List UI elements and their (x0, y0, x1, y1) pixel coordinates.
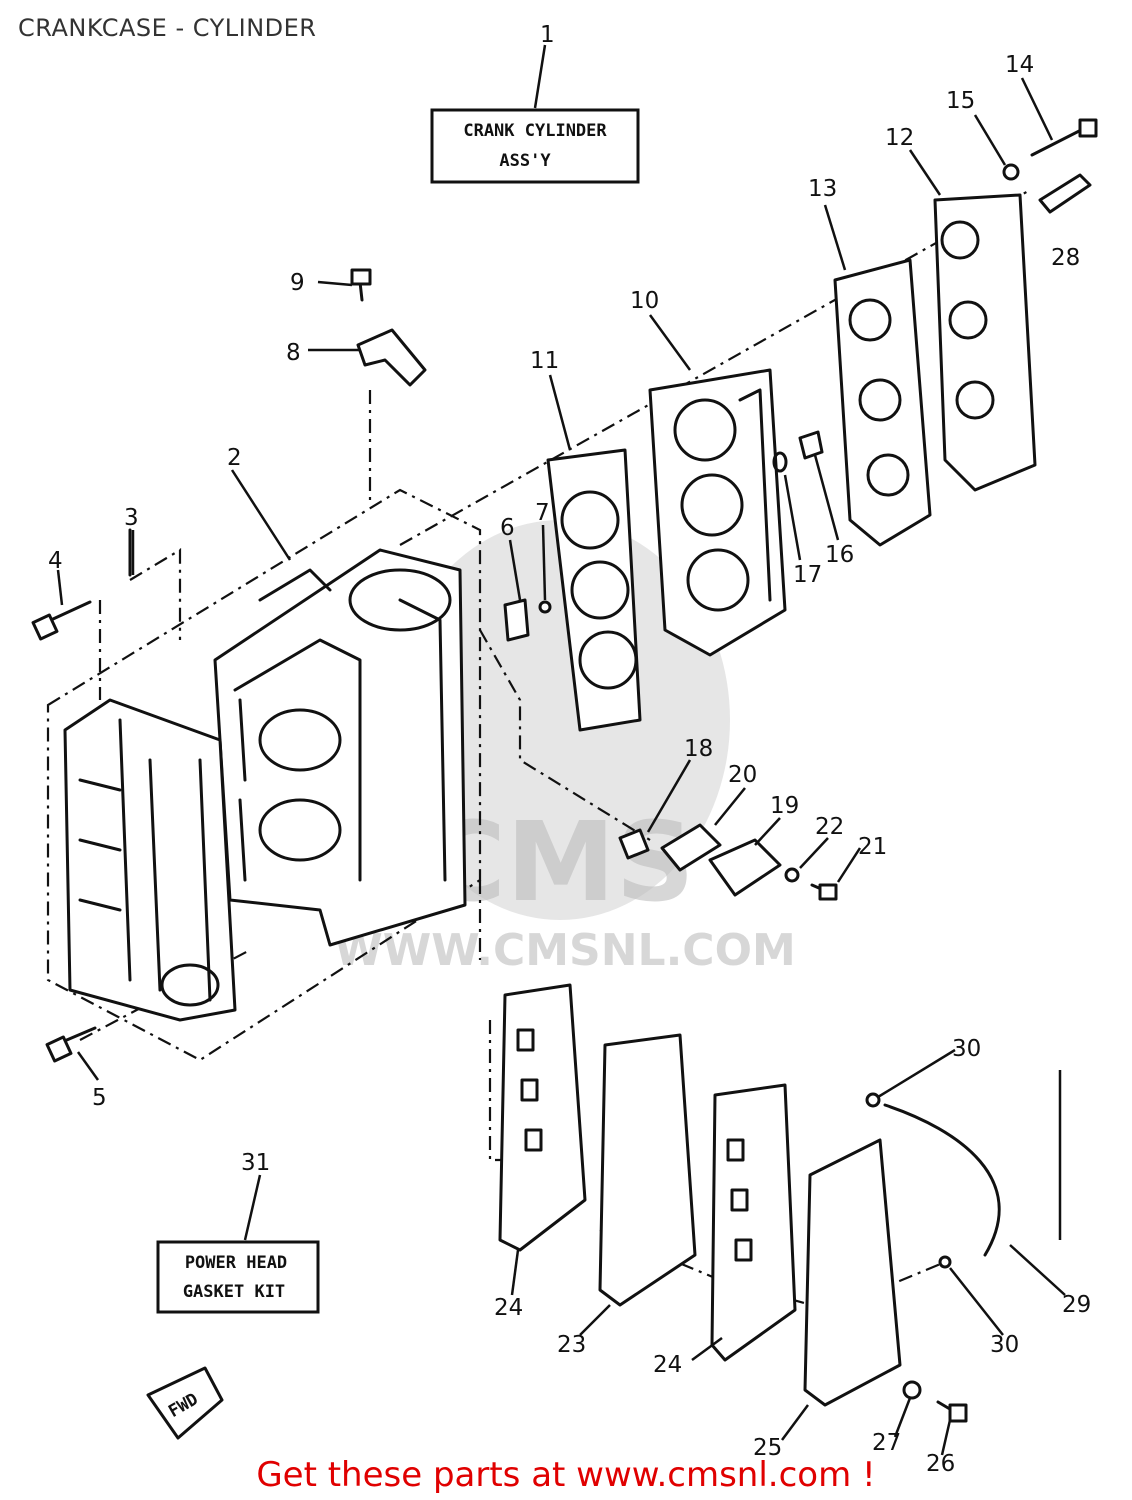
callout-2: 2 (227, 445, 242, 471)
fwd-arrow: FWD (146, 1366, 224, 1440)
thermostat-18 (618, 828, 650, 860)
clip-30b (938, 1255, 952, 1269)
callout-18: 18 (684, 736, 713, 762)
plate-23 (598, 1033, 697, 1307)
plug-28 (1038, 173, 1092, 214)
cylinder-head-gasket (546, 448, 642, 732)
callout-numbers: 1 2 3 4 5 6 7 8 9 10 11 12 13 14 15 16 1… (48, 22, 1091, 1477)
callout-22: 22 (815, 814, 844, 840)
plate-6 (503, 598, 530, 642)
watermark: CMS WWW.CMSNL.COM (334, 520, 796, 976)
callout-15: 15 (946, 88, 975, 114)
callout-19: 19 (770, 793, 799, 819)
watermark-logo: CMS (425, 798, 694, 926)
callout-12: 12 (885, 125, 914, 151)
washer-17 (772, 451, 788, 473)
exhaust-parts (498, 983, 902, 1407)
callout-25: 25 (753, 1435, 782, 1461)
clamp-8 (356, 328, 427, 387)
callout-26: 26 (926, 1451, 955, 1477)
callout-14: 14 (1005, 52, 1034, 78)
callout-8: 8 (286, 340, 301, 366)
gasket-kit-box: POWER HEAD GASKET KIT (156, 1240, 320, 1314)
gasket-24b (710, 1083, 797, 1362)
callout-17: 17 (793, 562, 822, 588)
callout-3: 3 (124, 505, 139, 531)
gasket-kit-box-line1: POWER HEAD (185, 1253, 287, 1273)
fasteners (31, 118, 1098, 1423)
gasket-20 (660, 823, 722, 872)
sensor-16 (798, 430, 824, 460)
hose-29 (883, 1103, 1001, 1257)
crank-cylinder-box-line2: ASS'Y (499, 151, 551, 171)
callout-9: 9 (290, 270, 305, 296)
page-title: CRANKCASE - CYLINDER (18, 14, 317, 42)
callout-13: 13 (808, 176, 837, 202)
washer-15 (1002, 163, 1020, 181)
callout-30a: 30 (952, 1036, 981, 1062)
callout-20: 20 (728, 762, 757, 788)
screw-7 (538, 600, 552, 614)
callout-16: 16 (825, 542, 854, 568)
callout-30b: 30 (990, 1332, 1019, 1358)
gasket-24a (498, 983, 587, 1252)
callout-24b: 24 (653, 1352, 682, 1378)
crank-cylinder-assy-box: CRANK CYLINDER ASS'Y (430, 108, 640, 184)
cylinder-head-cover (933, 193, 1037, 492)
washer-27 (902, 1380, 922, 1400)
cylinder-block (63, 698, 237, 1022)
callout-1: 1 (540, 22, 555, 48)
exhaust-cover-25 (803, 1138, 902, 1407)
callout-5: 5 (92, 1085, 107, 1111)
watermark-url: WWW.CMSNL.COM (334, 925, 796, 976)
clip-30a (865, 1092, 881, 1108)
footer-link[interactable]: Get these parts at www.cmsnl.com ! (256, 1455, 876, 1495)
watermark-logo-shape (390, 520, 730, 920)
cylinder-head (648, 368, 787, 657)
crank-cylinder-box-line1: CRANK CYLINDER (463, 121, 607, 141)
callout-7: 7 (535, 500, 550, 526)
callout-31: 31 (241, 1150, 270, 1176)
head-cover-gasket (833, 258, 932, 547)
callout-21: 21 (858, 834, 887, 860)
cover-19 (708, 838, 782, 897)
callout-29: 29 (1062, 1292, 1091, 1318)
callout-27: 27 (872, 1430, 901, 1456)
callout-10: 10 (630, 288, 659, 314)
washer-22 (784, 867, 800, 883)
callout-28: 28 (1051, 245, 1080, 271)
crankcase (213, 548, 467, 947)
callout-4: 4 (48, 548, 63, 574)
callout-11: 11 (530, 348, 559, 374)
gasket-kit-box-line2: GASKET KIT (183, 1282, 285, 1302)
bolt-14 (1030, 126, 1087, 157)
callout-23: 23 (557, 1332, 586, 1358)
leader-lines (56, 44, 1066, 1456)
callout-6: 6 (500, 515, 515, 541)
callout-24a: 24 (494, 1295, 523, 1321)
